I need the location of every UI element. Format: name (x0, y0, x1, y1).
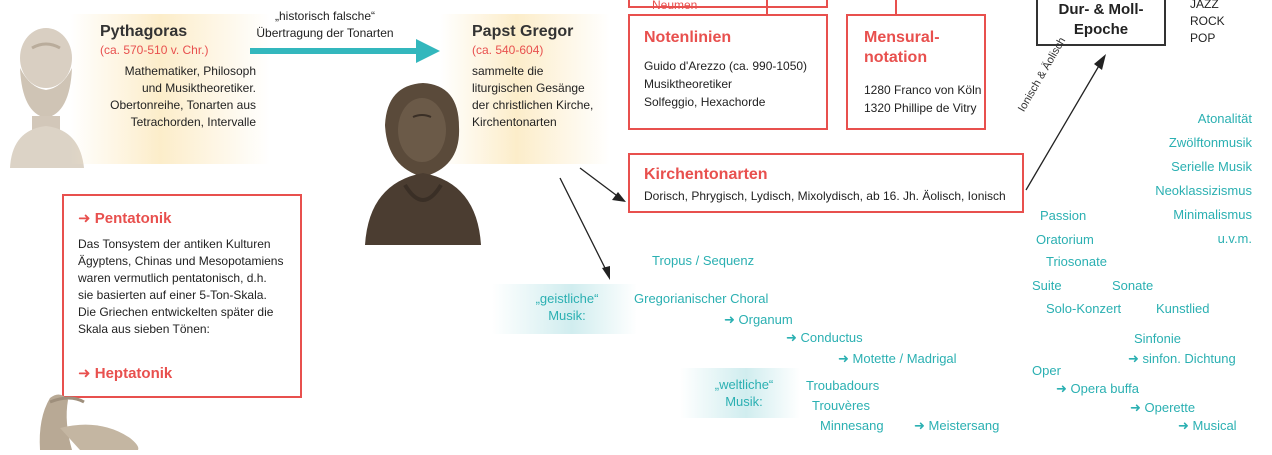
mensural-line-2: 1320 Phillipe de Vitry (864, 101, 977, 115)
pythagoras-name: Pythagoras (100, 23, 188, 40)
transfer-note: „historisch falsche“ Übertragung der Ton… (250, 8, 400, 42)
jazz-rock-pop: JAZZ ROCK POP (1190, 0, 1230, 47)
pythagoras-desc-1: Mathematiker, Philosoph (124, 64, 256, 78)
durmoll-line-2: Epoche (1073, 21, 1129, 38)
ionisch-arrow (1020, 44, 1120, 194)
pythagoras-text: Pythagoras (ca. 570-510 v. Chr.) Mathema… (86, 22, 256, 131)
serielle-musik: Serielle Musik (1171, 159, 1252, 174)
gregor-arrows (540, 160, 640, 285)
sonate: Sonate (1112, 278, 1154, 293)
pentatonik-line-5: Die Griechen entwickelten später die (78, 305, 274, 319)
minimalismus: Minimalismus (1173, 207, 1252, 222)
durmoll-box: Dur- & Moll- Epoche (1036, 0, 1166, 46)
tropus-sequenz: Tropus / Sequenz (652, 253, 755, 268)
transfer-arrow (250, 38, 440, 64)
pythagoras-desc-4: Tetrachorden, Intervalle (130, 115, 256, 129)
gregor-desc-2: liturgischen Gesänge (472, 81, 585, 95)
pythagoras-dates: (ca. 570-510 v. Chr.) (100, 43, 209, 57)
pentatonik-title: ➜ Pentatonik (78, 210, 172, 227)
uvm: u.v.m. (1217, 231, 1252, 246)
pop-label: POP (1190, 31, 1216, 45)
musical: ➜ Musical (1178, 418, 1237, 433)
gregor-bust-image (355, 75, 485, 245)
jazz-label: JAZZ (1190, 0, 1219, 11)
neumen-label: Neumen (652, 0, 698, 12)
suite: Suite (1032, 278, 1062, 293)
weltliche-bg (680, 368, 800, 418)
gregor-desc-3: der christlichen Kirche, (472, 98, 594, 112)
organum: ➜ Organum (724, 312, 793, 327)
pentatonik-box: ➜ Pentatonik Das Tonsystem der antiken K… (62, 194, 302, 398)
trouveres: Trouvères (812, 398, 871, 413)
triosonate: Triosonate (1046, 254, 1107, 269)
zwoelftonmusik: Zwölftonmusik (1168, 135, 1252, 150)
weltliche-label: „weltliche“ Musik: (694, 376, 794, 410)
troubadours: Troubadours (806, 378, 880, 393)
sinfonie: Sinfonie (1134, 331, 1181, 346)
mensural-box: Mensural- notation 1280 Franco von Köln … (846, 14, 986, 130)
opera-buffa: ➜ Opera buffa (1056, 381, 1139, 396)
geistliche-line-2: Musik: (548, 308, 586, 323)
oper: Oper (1032, 363, 1061, 378)
pentatonik-line-3: waren vermutlich pentatonisch, d.h. (78, 271, 267, 285)
weltliche-line-2: Musik: (725, 394, 763, 409)
kirchentonarten-title: Kirchentonarten (644, 166, 768, 183)
atonalitaet: Atonalität (1197, 111, 1252, 126)
motette-madrigal: ➜ Motette / Madrigal (838, 351, 957, 366)
modern-list: Atonalität Zwölftonmusik Serielle Musik … (1092, 107, 1252, 251)
pythagoras-panel (70, 14, 270, 164)
gregor-name: Papst Gregor (472, 23, 574, 40)
gregor-panel (440, 14, 610, 164)
mensural-connector (895, 0, 897, 14)
gregor-text: Papst Gregor (ca. 540-604) sammelte die … (472, 22, 612, 131)
neumen-box: Neumen (628, 0, 828, 12)
gregorianischer-choral: Gregorianischer Choral (634, 291, 769, 306)
gregor-desc-1: sammelte die (472, 64, 544, 78)
notenlinien-connector (766, 0, 768, 14)
pentatonik-line-1: Das Tonsystem der antiken Kulturen (78, 237, 271, 251)
kunstlied: Kunstlied (1156, 301, 1210, 316)
kirchentonarten-line-1: Dorisch, Phrygisch, Lydisch, Mixolydisch… (644, 189, 1006, 203)
mensural-title-2: notation (864, 49, 928, 66)
sinfon-dichtung: ➜ sinfon. Dichtung (1128, 351, 1236, 366)
mensural-title-1: Mensural- (864, 29, 940, 46)
solo-konzert: Solo-Konzert (1046, 301, 1122, 316)
pythagoras-desc-3: Obertonreihe, Tonarten aus (110, 98, 256, 112)
pentatonik-line-2: Ägyptens, Chinas und Mesopotamiens (78, 254, 284, 268)
oratorium: Oratorium (1036, 232, 1094, 247)
geistliche-line-1: „geistliche“ (535, 291, 599, 306)
operette: ➜ Operette (1130, 400, 1196, 415)
transfer-note-line-1: „historisch falsche“ (274, 9, 376, 23)
mensural-line-1: 1280 Franco von Köln (864, 83, 982, 97)
weltliche-line-1: „weltliche“ (714, 377, 774, 392)
transfer-note-line-2: Übertragung der Tonarten (256, 26, 394, 40)
notenlinien-line-2: Musiktheoretiker (644, 77, 733, 91)
notenlinien-box: Notenlinien Guido d'Arezzo (ca. 990-1050… (628, 14, 828, 130)
passion: Passion (1040, 208, 1087, 223)
geistliche-label: „geistliche“ Musik: (512, 290, 622, 324)
rock-label: ROCK (1190, 14, 1225, 28)
kirchentonarten-box: Kirchentonarten Dorisch, Phrygisch, Lydi… (628, 153, 1024, 213)
notenlinien-line-3: Solfeggio, Hexachorde (644, 95, 766, 109)
pentatonik-line-6: Skala aus sieben Tönen: (78, 322, 210, 336)
gregor-dates: (ca. 540-604) (472, 43, 544, 57)
heptatonik-title: ➜ Heptatonik (78, 365, 173, 382)
lyre-figure-image (20, 388, 160, 450)
conductus: ➜ Conductus (786, 330, 863, 345)
notenlinien-title: Notenlinien (644, 29, 732, 46)
meistersang: ➜ Meistersang (914, 418, 1000, 433)
minnesang: Minnesang (820, 418, 884, 433)
geistliche-bg (492, 284, 637, 334)
pythagoras-bust-image (2, 18, 90, 168)
pythagoras-desc-2: und Musiktheoretiker. (141, 81, 256, 95)
neoklassizismus: Neoklassizismus (1155, 183, 1252, 198)
pentatonik-line-4: sie basierten auf einer 5-Ton-Skala. (78, 288, 267, 302)
notenlinien-line-1: Guido d'Arezzo (ca. 990-1050) (644, 59, 808, 73)
durmoll-line-1: Dur- & Moll- (1058, 1, 1144, 18)
gregor-desc-4: Kirchentonarten (472, 115, 557, 129)
